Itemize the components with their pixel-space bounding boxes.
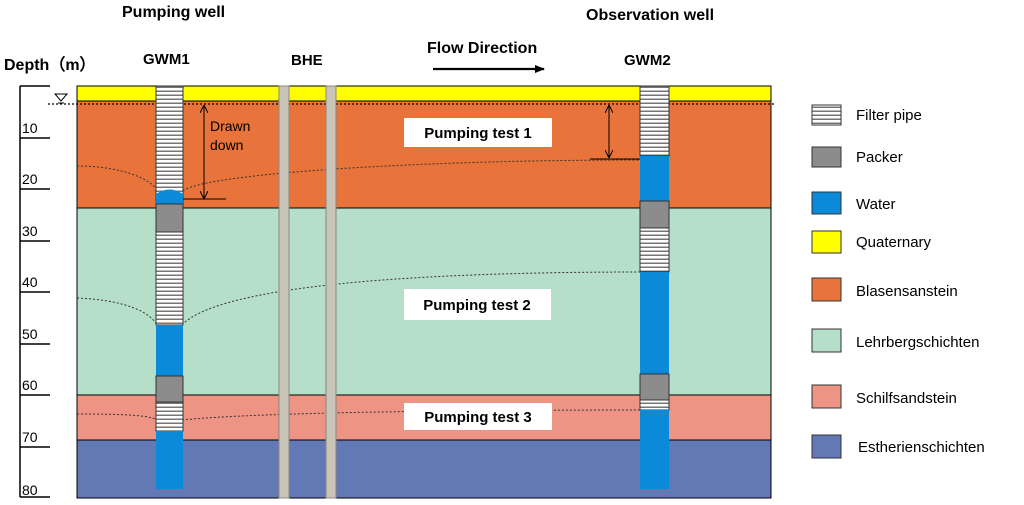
gwm1-water-test1 — [156, 189, 183, 204]
gwm2-drawdown-annotation — [590, 106, 640, 160]
legend-estherienschichten-label: Estherienschichten — [858, 439, 985, 456]
gwm1-label: GWM1 — [143, 51, 190, 68]
gwm1-water-test2 — [156, 325, 183, 376]
depth-tick-label-50: 50 — [22, 326, 38, 342]
bhe-label: BHE — [291, 52, 323, 69]
flow-direction-label: Flow Direction — [427, 40, 537, 57]
depth-tick-label-80: 80 — [22, 482, 38, 498]
drawdown-cone-test3-right — [181, 409, 641, 421]
depth-tick-label-40: 40 — [22, 274, 38, 290]
drawdown-cone-test2-left — [76, 297, 158, 326]
quaternary-swatch-icon — [811, 230, 842, 254]
pumping-test-1-box: Pumping test 1 — [404, 118, 552, 147]
gwm2-water-test1 — [640, 156, 669, 201]
gwm2-filter-lower — [639, 399, 670, 411]
gwm2-water-test2 — [640, 272, 669, 374]
legend-schilfsandstein-label: Schilfsandstein — [856, 390, 957, 407]
legend-packer-label: Packer — [856, 149, 903, 166]
schilfsandstein-swatch-icon — [811, 384, 842, 409]
water-table-triangle-icon — [53, 93, 69, 104]
gwm2-water-test3 — [640, 410, 669, 489]
packer-icon — [811, 146, 842, 168]
gwm1-well — [155, 85, 184, 489]
gwm2-filter-middle — [639, 227, 670, 273]
gwm2-well — [639, 85, 670, 489]
drawdown-cones — [76, 159, 641, 421]
legend-lehrbergschichten-label: Lehrbergschichten — [856, 334, 979, 351]
drawn-down-text-line1: Drawn — [210, 118, 250, 134]
depth-tick-label-30: 30 — [22, 223, 38, 239]
gwm1-filter-lower — [155, 401, 184, 432]
gwm2-packer-lower — [639, 373, 670, 401]
depth-tick-label-60: 60 — [22, 377, 38, 393]
pumping-test-2-box: Pumping test 2 — [404, 289, 551, 320]
pumping-well-label: Pumping well — [122, 4, 225, 21]
blasensanstein-swatch-icon — [811, 277, 842, 302]
drawdown-cone-test2-right — [181, 271, 641, 326]
drawdown-cone-test1-left — [76, 165, 159, 192]
pumping-test-1-bg — [404, 118, 552, 147]
gwm1-packer-upper — [155, 203, 184, 233]
bhe-pipe-right — [325, 85, 337, 499]
depth-tick-label-10: 10 — [22, 120, 38, 136]
water-icon — [811, 191, 842, 215]
bhe-pipe-left — [278, 85, 290, 499]
legend-quaternary-label: Quaternary — [856, 234, 932, 251]
gwm2-filter-upper — [639, 85, 670, 157]
legend: Filter pipe Packer Water Quaternary Blas… — [811, 104, 985, 459]
depth-tick-label-70: 70 — [22, 429, 38, 445]
observation-well-label: Observation well — [586, 7, 714, 24]
drawn-down-text-line2: down — [210, 137, 243, 153]
lehrbergschichten-swatch-icon — [811, 328, 842, 353]
pumping-test-3-box: Pumping test 3 — [404, 403, 552, 430]
pumping-test-2-label: Pumping test 2 — [423, 297, 531, 314]
pumping-test-1-label: Pumping test 1 — [424, 125, 532, 142]
legend-filter-pipe-label: Filter pipe — [856, 107, 922, 124]
gwm2-packer-upper — [639, 200, 670, 229]
pumping-test-3-label: Pumping test 3 — [424, 409, 532, 426]
gwm1-filter-middle — [155, 231, 184, 326]
depth-axis-label: Depth（m） — [4, 56, 96, 74]
legend-water-label: Water — [856, 196, 895, 213]
gwm2-label: GWM2 — [624, 52, 671, 69]
gwm1-packer-lower — [155, 375, 184, 403]
pumping-test-3-bg — [404, 403, 552, 430]
drawdown-cone-test1-right — [182, 159, 641, 192]
bhe-pipes — [278, 85, 337, 499]
depth-axis: 10 20 30 40 50 60 70 80 — [19, 85, 50, 498]
gwm1-filter-upper — [155, 85, 184, 205]
depth-tick-label-20: 20 — [22, 171, 38, 187]
drawn-down-annotation: Drawn down — [183, 106, 250, 200]
drawdown-cone-test3-left — [76, 413, 158, 421]
gwm1-water-test3 — [156, 431, 183, 489]
legend-blasensanstein-label: Blasensanstein — [856, 283, 958, 300]
estherienschichten-swatch-icon — [811, 434, 842, 459]
pumping-test-2-bg — [404, 289, 551, 320]
filter-pipe-icon — [811, 104, 842, 126]
